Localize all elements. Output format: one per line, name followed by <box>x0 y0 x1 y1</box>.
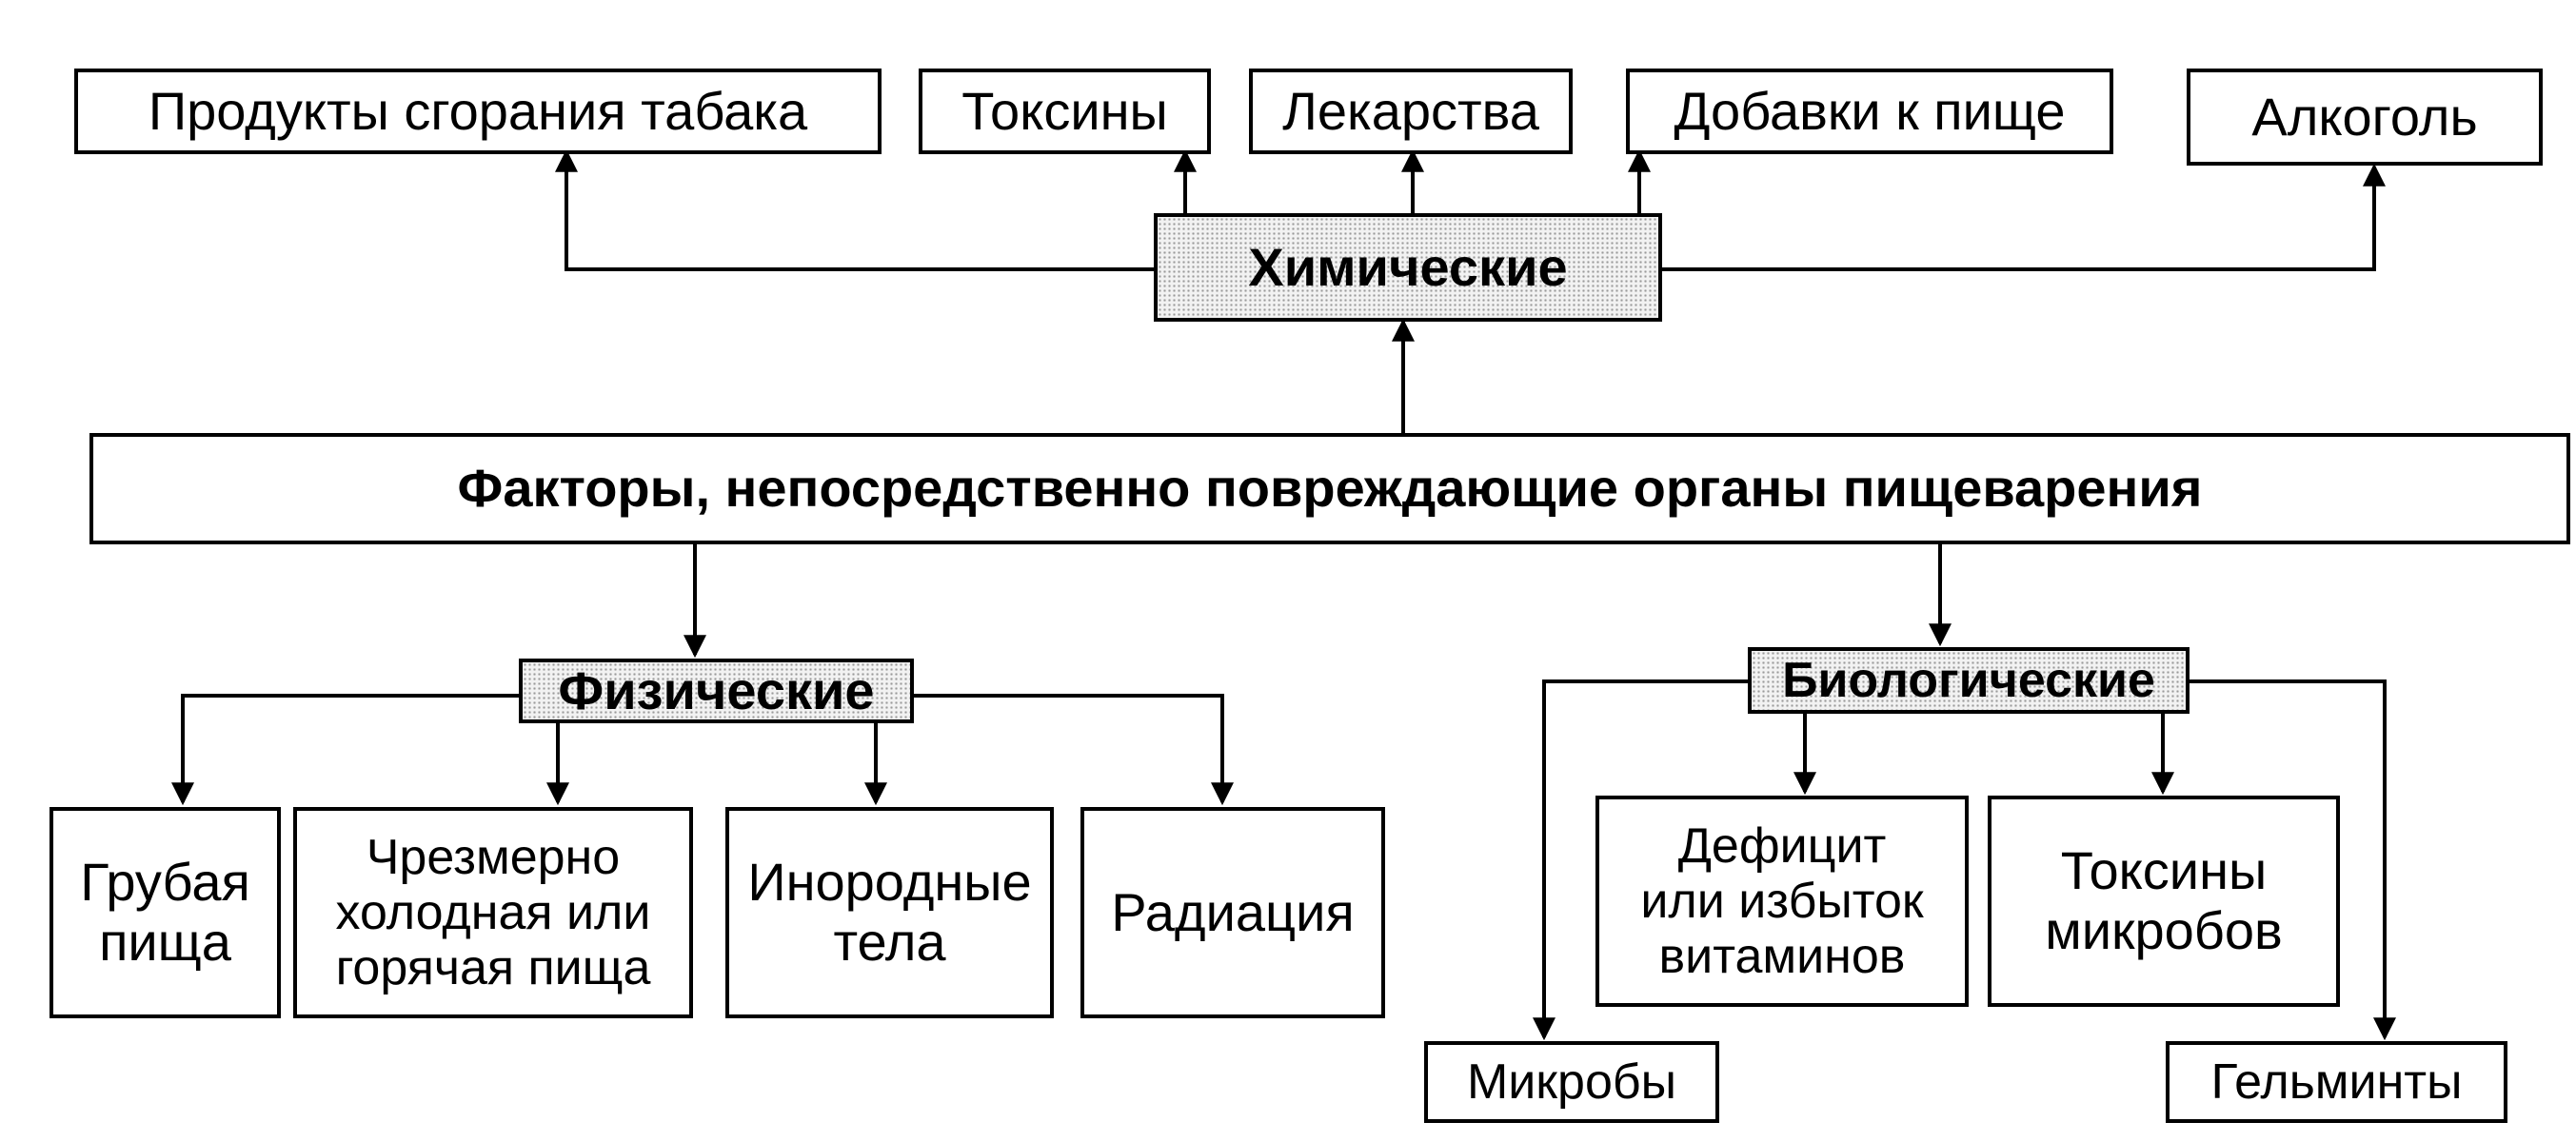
chemical-item-alcohol: Алкоголь <box>2187 69 2543 166</box>
biological-category: Биологические <box>1748 647 2190 714</box>
physical-category-label: Физические <box>558 660 875 720</box>
physical-item-foreign-bodies: Инородные тела <box>725 807 1054 1018</box>
biological-item-vitamins-label: Дефицит или избыток витаминов <box>1640 817 1924 985</box>
chemical-item-toxins-label: Токсины <box>961 80 1168 141</box>
physical-item-temperature-food-label: Чрезмерно холодная или горячая пища <box>335 829 651 996</box>
biological-item-microbes-label: Микробы <box>1466 1053 1677 1110</box>
biological-item-microbes: Микробы <box>1424 1041 1719 1123</box>
arrow-physical-to-coarse-food <box>171 694 519 806</box>
arrow-biological-to-helminths <box>2190 679 2396 1041</box>
biological-item-helminths: Гельминты <box>2166 1041 2507 1123</box>
chemical-item-food-additives-label: Добавки к пище <box>1674 80 2066 141</box>
physical-item-radiation-label: Радиация <box>1111 881 1355 942</box>
chemical-item-drugs-label: Лекарства <box>1282 80 1539 141</box>
chemical-item-alcohol-label: Алкоголь <box>2251 86 2478 147</box>
chemical-category: Химические <box>1154 213 1662 322</box>
biological-item-microbe-toxins: Токсины микробов <box>1988 796 2340 1007</box>
arrow-chemical-to-tobacco <box>555 148 1154 271</box>
chemical-item-tobacco-label: Продукты сгорания табака <box>148 80 808 141</box>
arrow-physical-to-radiation <box>914 694 1234 806</box>
chemical-item-food-additives: Добавки к пище <box>1626 69 2113 154</box>
physical-item-coarse-food-label: Грубая пища <box>80 852 250 972</box>
biological-item-microbe-toxins-label: Токсины микробов <box>2045 840 2283 960</box>
arrow-biological-to-microbes <box>1533 679 1748 1041</box>
physical-item-foreign-bodies-label: Инородные тела <box>747 852 1032 972</box>
arrow-chemical-to-alcohol <box>1662 163 2386 271</box>
chemical-item-tobacco: Продукты сгорания табака <box>74 69 882 154</box>
biological-item-helminths-label: Гельминты <box>2210 1053 2463 1110</box>
chemical-item-drugs: Лекарства <box>1249 69 1573 154</box>
physical-item-radiation: Радиация <box>1080 807 1385 1018</box>
physical-item-temperature-food: Чрезмерно холодная или горячая пища <box>293 807 693 1018</box>
biological-category-label: Биологические <box>1782 652 2155 708</box>
root-factors-label: Факторы, непосредственно повреждающие ор… <box>457 458 2203 519</box>
chemical-item-toxins: Токсины <box>919 69 1211 154</box>
physical-item-coarse-food: Грубая пища <box>50 807 281 1018</box>
root-factors-box: Факторы, непосредственно повреждающие ор… <box>89 433 2570 544</box>
physical-category: Физические <box>519 659 914 723</box>
biological-item-vitamins: Дефицит или избыток витаминов <box>1595 796 1969 1007</box>
chemical-category-label: Химические <box>1248 236 1568 297</box>
